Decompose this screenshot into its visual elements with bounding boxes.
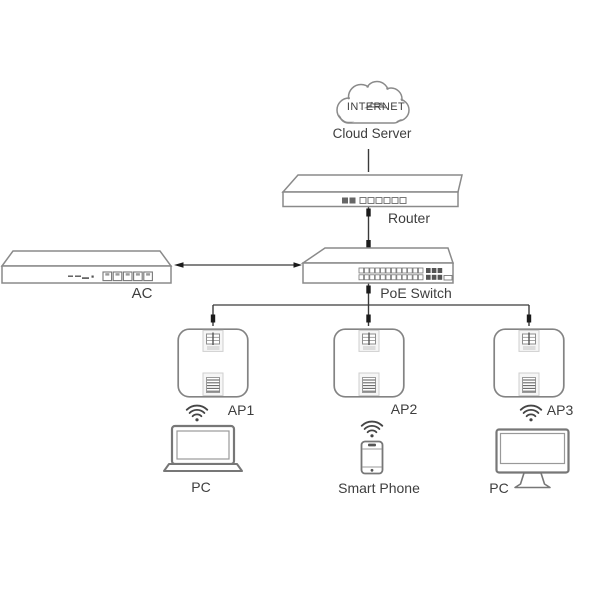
wifi-icon-phone — [360, 420, 384, 439]
ap2-icon — [333, 328, 405, 398]
wifi-icon-ap1 — [185, 404, 209, 423]
ap1-label: AP1 — [227, 402, 255, 418]
ap2-label: AP2 — [390, 401, 418, 417]
ap3-icon — [493, 328, 565, 398]
smart-phone-label: Smart Phone — [338, 480, 420, 496]
link-router-switch — [366, 206, 371, 248]
ap3-label: AP3 — [546, 402, 574, 418]
cloud-server-label: Cloud Server — [332, 126, 412, 141]
cloud-internet-label: INTERNET — [346, 101, 406, 113]
desktop-icon — [495, 428, 570, 489]
router-icon — [281, 174, 463, 208]
link-switch-aps — [210, 283, 532, 326]
smartphone-icon — [360, 440, 384, 475]
poe-switch-icon — [300, 247, 455, 284]
ac-label: AC — [131, 285, 153, 302]
desktop-pc-label: PC — [489, 480, 509, 496]
ap1-icon — [177, 328, 249, 398]
router-label: Router — [387, 210, 431, 226]
link-switch-ac — [174, 262, 302, 268]
cloud-icon — [336, 80, 410, 124]
laptop-icon — [163, 424, 243, 472]
poe-switch-label: PoE Switch — [380, 285, 452, 301]
laptop-pc-label: PC — [191, 479, 211, 495]
ac-controller-icon — [0, 250, 173, 284]
